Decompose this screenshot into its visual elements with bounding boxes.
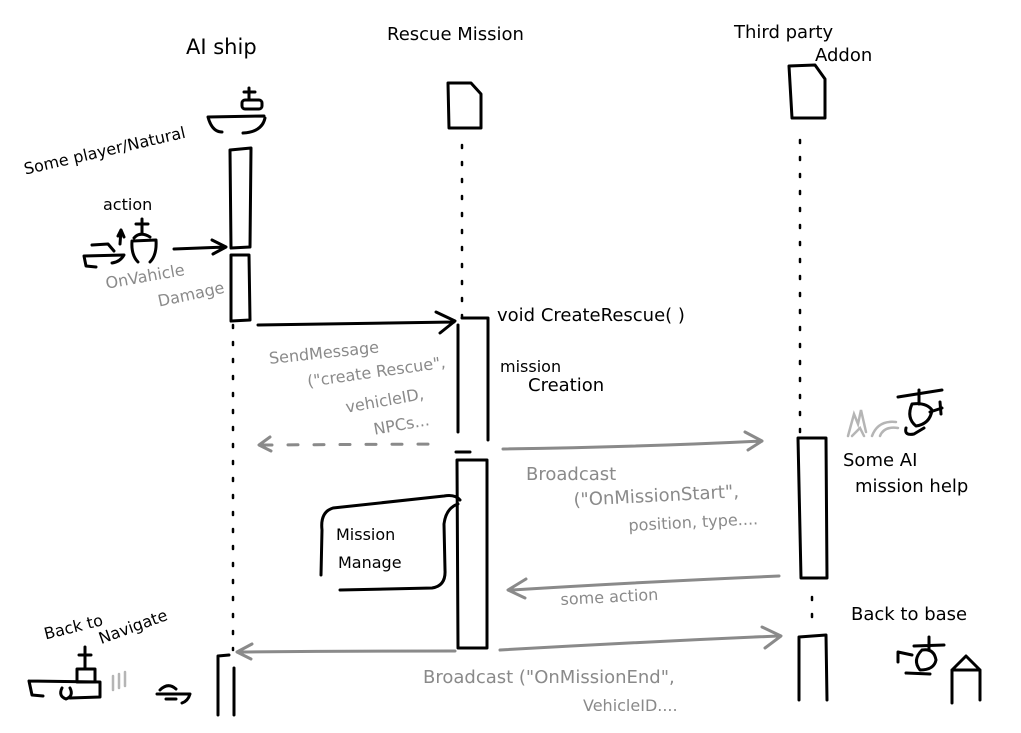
disaster-sketch-icon: [846, 409, 900, 438]
third-party-document-icon: [787, 63, 827, 120]
mission-end-line2: VehicleID....: [583, 696, 678, 715]
trigger-note-line2: action: [103, 195, 153, 214]
mission-manage-bubble: [319, 494, 462, 592]
returning-ship-icon: [27, 645, 127, 701]
third-party-activation-2: [797, 633, 829, 702]
ai-ship-activation-2: [229, 253, 252, 323]
base-building-icon: [950, 654, 982, 705]
participant-third-party-label-2: Addon: [815, 45, 873, 66]
participant-ai-ship-label: AI ship: [186, 35, 257, 59]
ai-ship-small-icon: [130, 217, 158, 264]
participant-rescue-mission-label: Rescue Mission: [387, 24, 524, 45]
return-dashed-arrow: [260, 442, 442, 447]
mission-manage-line1: Mission: [336, 525, 396, 544]
some-action-arrow: [506, 574, 781, 600]
ai-help-line2: mission help: [855, 476, 969, 497]
back-to-base-label: Back to base: [851, 604, 968, 625]
mission-end-line1: Broadcast ("OnMissionEnd",: [423, 667, 675, 688]
mission-creation-line2: Creation: [528, 375, 605, 396]
rescue-activation-2: [454, 450, 489, 650]
mission-start-line1: Broadcast: [526, 464, 617, 485]
rescue-activation-1: [456, 316, 490, 442]
participant-third-party-label-1: Third party: [734, 22, 834, 43]
trigger-arrow: [172, 238, 228, 256]
create-rescue-label: void CreateRescue( ): [497, 305, 685, 326]
ship-icon: [206, 86, 267, 135]
mission-end-arrow-right: [498, 625, 783, 652]
rescue-mission-document-icon: [446, 81, 483, 130]
player-ship-icon: [82, 228, 126, 269]
ai-ship-activation-3: [216, 653, 236, 717]
mission-manage-line2: Manage: [338, 553, 402, 572]
mission-creation-line1: mission: [500, 357, 562, 376]
third-party-activation-1: [796, 436, 829, 580]
mission-end-arrow-left: [235, 642, 457, 661]
helicopter-base-icon: [896, 635, 946, 676]
return-arrowhead: [257, 435, 273, 453]
ai-ship-activation-1: [228, 146, 253, 250]
mission-start-arrow: [501, 430, 764, 452]
helicopter-icon: [896, 388, 944, 436]
small-boat-icon: [155, 684, 192, 705]
create-rescue-arrow: [256, 310, 457, 335]
ai-help-line1: Some AI: [843, 450, 918, 471]
